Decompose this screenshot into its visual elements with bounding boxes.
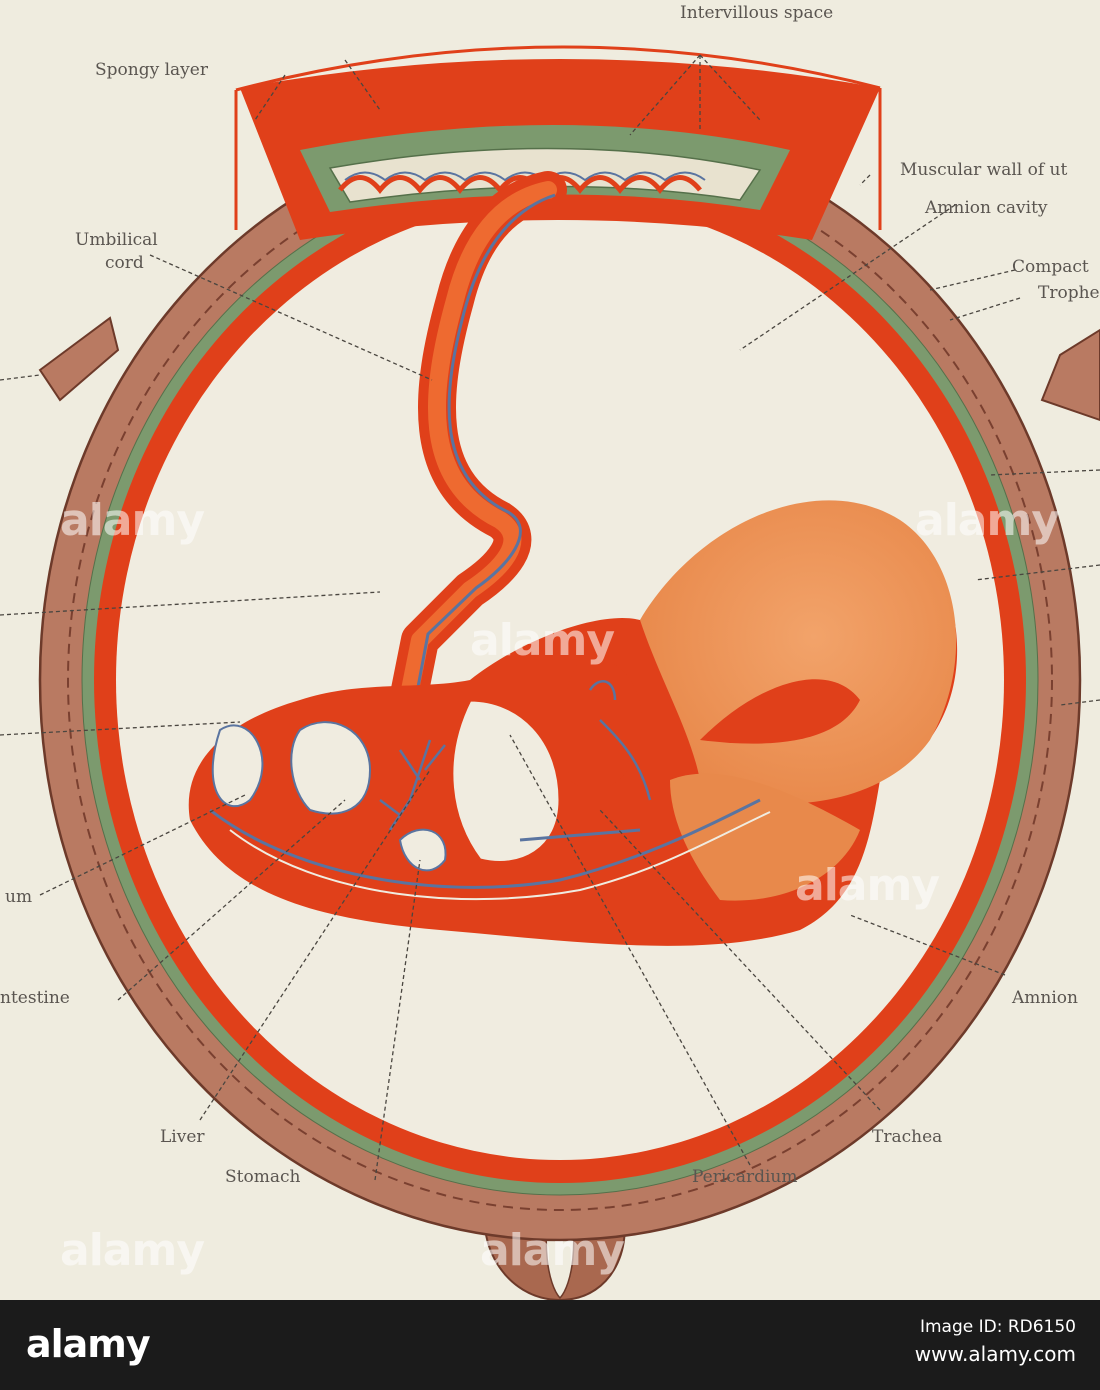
- label-amnion-cavity: Amnion cavity: [924, 198, 1048, 218]
- label-um: um: [5, 887, 32, 907]
- footer-bar: alamy Image ID: RD6150 www.alamy.com: [0, 1300, 1100, 1390]
- label-liver: Liver: [160, 1127, 205, 1147]
- site-url[interactable]: www.alamy.com: [914, 1342, 1076, 1366]
- label-trophe: Trophe: [1038, 283, 1100, 303]
- label-intestine: ntestine: [0, 988, 70, 1008]
- watermark-bottom-center: alamy: [480, 1225, 625, 1276]
- label-pericardium: Pericardium: [692, 1167, 797, 1187]
- watermark-center: alamy: [470, 615, 615, 666]
- label-stomach: Stomach: [225, 1167, 300, 1187]
- watermark-top-left: alamy: [60, 495, 205, 546]
- embryo-uterus-diagram: Intervillous space Spongy layer Muscular…: [0, 3, 1100, 1300]
- image-id: Image ID: RD6150: [919, 1317, 1076, 1337]
- label-muscular-wall: Muscular wall of ut: [900, 160, 1067, 180]
- label-spongy-layer: Spongy layer: [95, 60, 209, 80]
- label-cord: cord: [105, 253, 144, 273]
- label-intervillous-space: Intervillous space: [680, 3, 833, 23]
- watermark-mid-left: alamy: [60, 1225, 205, 1276]
- embryo: [188, 500, 958, 946]
- watermark-mid-right: alamy: [795, 860, 940, 911]
- label-compact: Compact: [1012, 257, 1089, 277]
- placenta: [234, 45, 882, 240]
- watermark-top-right: alamy: [915, 495, 1060, 546]
- umbilical-cord: [381, 171, 567, 759]
- figure-panel: Intervillous space Spongy layer Muscular…: [0, 3, 1100, 1300]
- footer-meta: Image ID: RD6150 www.alamy.com: [915, 1314, 1076, 1368]
- labels: Intervillous space Spongy layer Muscular…: [0, 3, 1100, 1187]
- label-amnion: Amnion: [1011, 988, 1078, 1008]
- label-umbilical: Umbilical: [75, 230, 158, 250]
- leader-lines: [0, 54, 1100, 1181]
- alamy-logo[interactable]: alamy: [26, 1322, 151, 1366]
- label-trachea: Trachea: [872, 1127, 942, 1147]
